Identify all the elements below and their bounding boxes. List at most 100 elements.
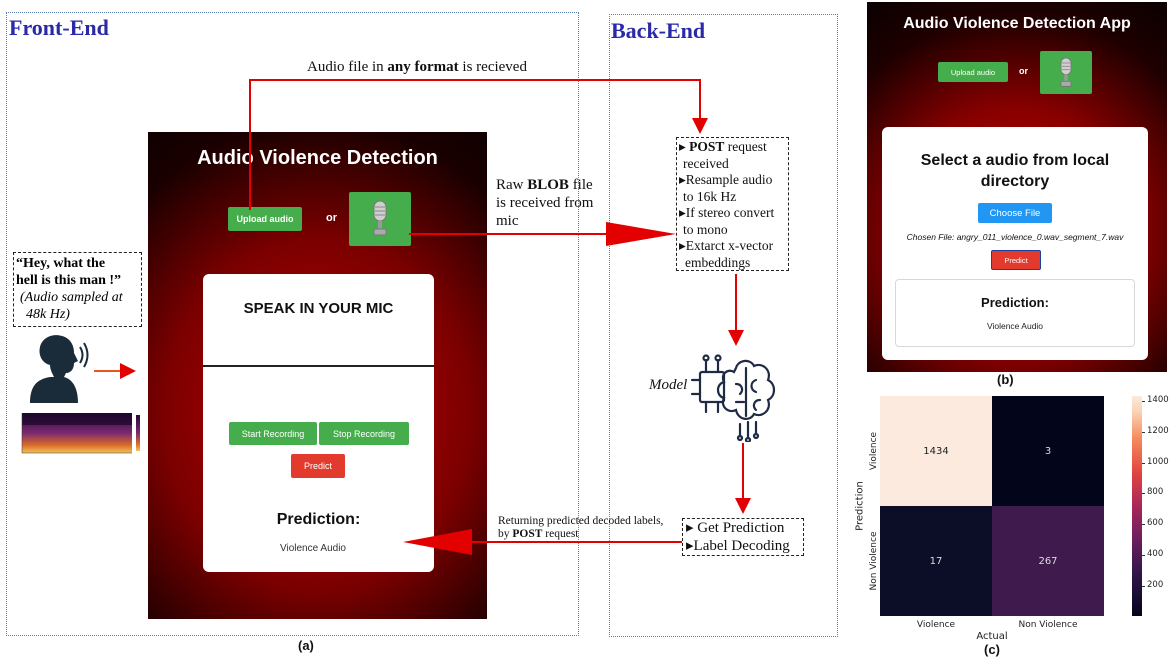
upload-audio-button[interactable]: Upload audio: [228, 207, 302, 231]
brain-chip-icon: [690, 354, 776, 442]
caption-c: (c): [984, 642, 1000, 657]
colorbar-tick-label: 200: [1147, 579, 1164, 590]
backend-steps-box: ▸ POST request received ▸Resample audio …: [676, 137, 789, 271]
app-title: Audio Violence Detection: [197, 147, 438, 169]
front-end-title: Front-End: [9, 15, 109, 40]
app-mockup-front-end: Audio Violence Detection Upload audio or…: [148, 132, 487, 619]
blob-label-pre: Raw: [496, 177, 528, 193]
x-axis-label: Actual: [976, 631, 1008, 642]
back-end-box: [609, 14, 838, 637]
caption-b: (b): [997, 372, 1014, 387]
return-flow-arrowhead: [403, 529, 472, 555]
back-end-title: Back-End: [611, 18, 706, 43]
colorbar: [1132, 396, 1142, 616]
prediction-value: Violence Audio: [280, 543, 346, 554]
select-heading: Select a audio from local directory: [882, 150, 1148, 192]
colorbar-tick-label: 1400: [1147, 395, 1169, 406]
predict-button-b[interactable]: Predict: [991, 250, 1041, 270]
return-flow-label: Returning predicted decoded labels, by P…: [498, 515, 663, 541]
stereo-line2: to mono: [683, 221, 728, 237]
blob-label-bold: BLOB: [527, 177, 569, 193]
colorbar-tick-mark: [1142, 493, 1145, 495]
flow-arrows: [94, 79, 751, 555]
colorbar-tick-label: 400: [1147, 548, 1164, 559]
return-label-bold: POST: [512, 528, 543, 540]
confusion-matrix: 1434 3 17 267 Violence Non Violence Pred…: [850, 388, 1171, 657]
predict-button[interactable]: Predict: [291, 454, 345, 478]
prediction-box: Prediction: Violence Audio: [895, 279, 1135, 347]
get-prediction-text: Get Prediction: [697, 520, 785, 536]
or-label-b: or: [1019, 66, 1028, 76]
card-divider: [203, 365, 434, 367]
xvector-line1: Extarct x-vector: [685, 238, 774, 253]
prediction-value-b: Violence Audio: [986, 321, 1044, 331]
upload-card: Select a audio from local directory Choo…: [882, 127, 1148, 360]
return-label-line1: Returning predicted decoded labels,: [498, 515, 664, 527]
upload-flow-label: Audio file in any format is recieved: [307, 59, 527, 76]
stop-recording-button[interactable]: Stop Recording: [319, 422, 409, 445]
front-end-box: [6, 12, 579, 636]
stereo-line1: If stereo convert: [685, 205, 775, 220]
speech-quote-box: “Hey, what the hell is this man !” (Audi…: [13, 252, 142, 327]
cm-value-nonviolence-violence: 17: [929, 555, 943, 567]
record-card: SPEAK IN YOUR MIC Start Recording Stop R…: [203, 274, 434, 572]
spectrogram-image: [21, 413, 140, 454]
colorbar-tick-label: 800: [1147, 487, 1164, 498]
quote-line-1: “Hey, what the: [16, 256, 106, 271]
caption-a: (a): [298, 638, 314, 653]
resample-line2: to 16k Hz: [683, 188, 737, 204]
colorbar-tick-mark: [1142, 401, 1145, 403]
app-mockup-desktop: Audio Violence Detection App Upload audi…: [867, 2, 1167, 372]
select-heading-line2: directory: [980, 173, 1050, 190]
quote-line-3: (Audio sampled at: [20, 290, 123, 305]
model-label: Model: [649, 377, 688, 393]
upload-flow-label-post: is recieved: [458, 59, 527, 75]
prediction-heading-b: Prediction:: [981, 295, 1049, 310]
post-rest: request: [724, 139, 767, 154]
speak-label: SPEAK IN YOUR MIC: [243, 300, 394, 317]
cm-value-nonviolence-nonviolence: 267: [1038, 555, 1058, 567]
return-label-post: request: [542, 528, 579, 540]
upload-audio-button-b[interactable]: Upload audio: [938, 62, 1008, 82]
upload-flow-label-pre: Audio file in: [307, 59, 388, 75]
colorbar-tick-label: 600: [1147, 518, 1164, 529]
or-label: or: [326, 212, 337, 224]
choose-file-button[interactable]: Choose File: [978, 203, 1052, 223]
blob-label-line2: is received from: [496, 195, 594, 211]
decoding-steps-box: ▸ Get Prediction ▸Label Decoding: [682, 518, 804, 556]
upload-flow-label-bold: any format: [387, 59, 459, 75]
mic-button[interactable]: [349, 192, 411, 246]
cm-cell-violence-nonviolence: 3: [992, 396, 1104, 506]
x-tick-non-violence: Non Violence: [1018, 620, 1078, 630]
cm-value-violence-nonviolence: 3: [1044, 445, 1052, 457]
start-recording-button[interactable]: Start Recording: [229, 422, 317, 445]
colorbar-tick-label: 1200: [1147, 425, 1169, 436]
blob-flow-label: Raw BLOB file is received from mic: [496, 176, 593, 230]
resample-line1: Resample audio: [685, 172, 773, 187]
received-text: received: [683, 155, 729, 171]
return-label-pre: by: [498, 528, 513, 540]
select-heading-line1: Select a audio from local: [920, 152, 1110, 169]
y-tick-non-violence: Non Violence: [869, 531, 879, 591]
colorbar-tick-mark: [1142, 524, 1145, 526]
quote-line-4: 48k Hz): [26, 307, 70, 322]
colorbar-tick-mark: [1142, 462, 1145, 464]
blob-label-line3: mic: [496, 213, 519, 229]
speaking-person-icon: [30, 335, 89, 403]
x-tick-violence: Violence: [916, 620, 956, 630]
y-tick-violence: Violence: [869, 431, 879, 471]
chosen-file-text: Chosen File: angry_011_violence_0.wav_se…: [906, 232, 1124, 242]
colorbar-tick-mark: [1142, 431, 1145, 433]
cm-cell-nonviolence-violence: 17: [880, 506, 992, 616]
mic-button-b[interactable]: [1040, 51, 1092, 94]
app-b-title: Audio Violence Detection App: [903, 15, 1131, 32]
mic-flow-arrowhead: [606, 222, 676, 246]
label-decoding-text: Label Decoding: [693, 538, 790, 554]
colorbar-tick-mark: [1142, 585, 1145, 587]
upload-flow-arrow: [249, 79, 708, 210]
quote-line-2: hell is this man !”: [16, 273, 122, 288]
xvector-line2: embeddings: [685, 254, 751, 270]
prediction-heading: Prediction:: [276, 511, 361, 528]
microphone-icon: [1060, 57, 1072, 87]
blob-label-post: file: [568, 177, 593, 193]
